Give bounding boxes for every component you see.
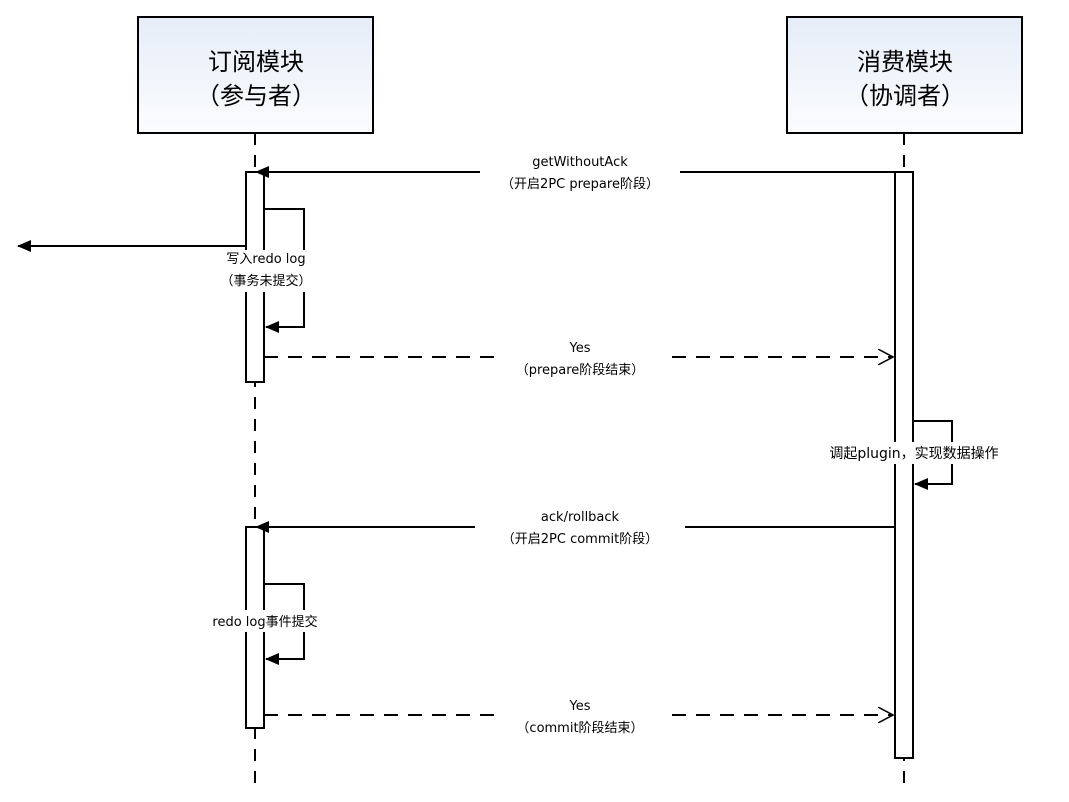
message-label-line1: ack/rollback [541, 510, 620, 525]
message-label-line1: redo log事件提交 [212, 614, 317, 630]
message-label-line2: （prepare阶段结束） [516, 363, 645, 378]
participant-role: （协调者） [845, 82, 965, 110]
activation-bar-consumer [894, 171, 914, 759]
participant-subscriber: 订阅模块 （参与者） [137, 16, 374, 134]
participant-box [786, 16, 1023, 134]
participant-role: （参与者） [196, 82, 316, 110]
message-label-line1: Yes [569, 699, 591, 714]
message-ack-rollback: ack/rollback （开启2PC commit阶段） [255, 506, 895, 550]
message-label-line2: （开启2PC commit阶段） [502, 532, 658, 547]
participant-consumer: 消费模块 （协调者） [786, 16, 1023, 134]
message-label-line1: getWithoutAck [532, 155, 628, 170]
message-label-line1: 调起plugin，实现数据操作 [829, 446, 998, 462]
message-prepare-yes: Yes （prepare阶段结束） [264, 338, 893, 380]
message-redo-log-commit: redo log事件提交 [200, 583, 330, 665]
participant-title: 订阅模块 [208, 48, 304, 76]
message-label-line1: Yes [569, 341, 591, 356]
message-write-redo-log: 写入redo log （事务未提交） [212, 208, 324, 333]
message-label-line2: （事务未提交） [220, 273, 311, 289]
message-invoke-plugin: 调起plugin，实现数据操作 [810, 420, 1020, 490]
message-commit-yes: Yes （commit阶段结束） [264, 696, 893, 738]
message-label-line2: （commit阶段结束） [516, 721, 643, 736]
message-label-line2: （开启2PC prepare阶段） [501, 177, 659, 192]
participant-title: 消费模块 [857, 48, 953, 76]
message-get-without-ack: getWithoutAck （开启2PC prepare阶段） [255, 150, 895, 194]
message-label-line1: 写入redo log [226, 252, 305, 267]
participant-box [137, 16, 374, 134]
